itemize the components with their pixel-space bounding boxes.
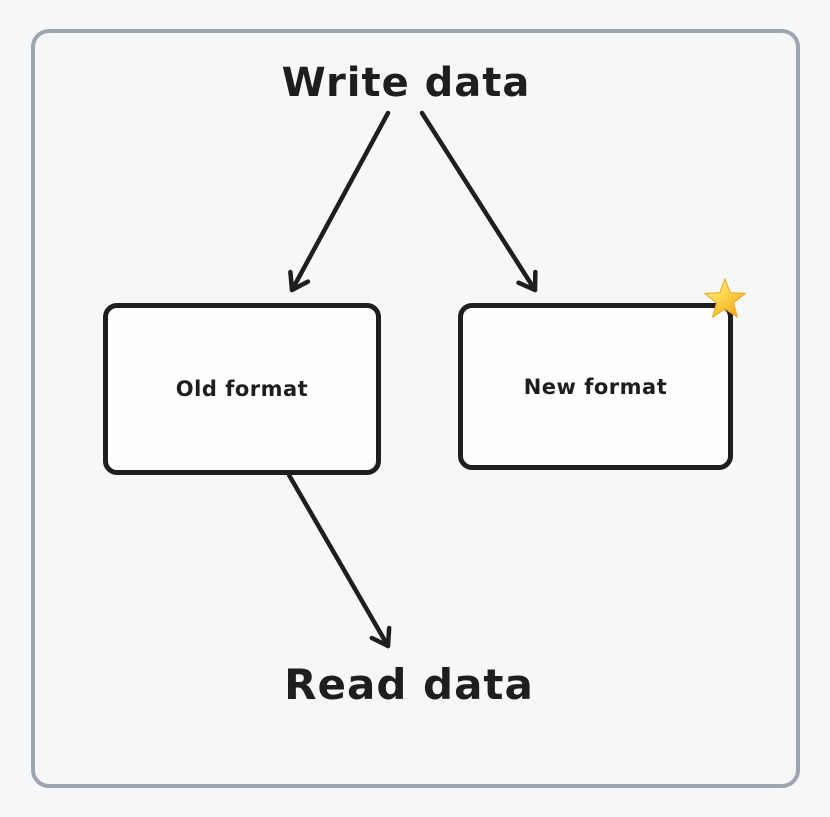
old-format-label: Old format [175,377,309,401]
new-format-label: New format [523,374,668,399]
write-data-label: Write data [281,60,531,106]
read-data-label: Read data [284,660,534,709]
node-old-format[interactable]: Old format [103,303,381,475]
node-new-format[interactable]: New format [458,303,733,470]
diagram-frame [31,29,800,788]
